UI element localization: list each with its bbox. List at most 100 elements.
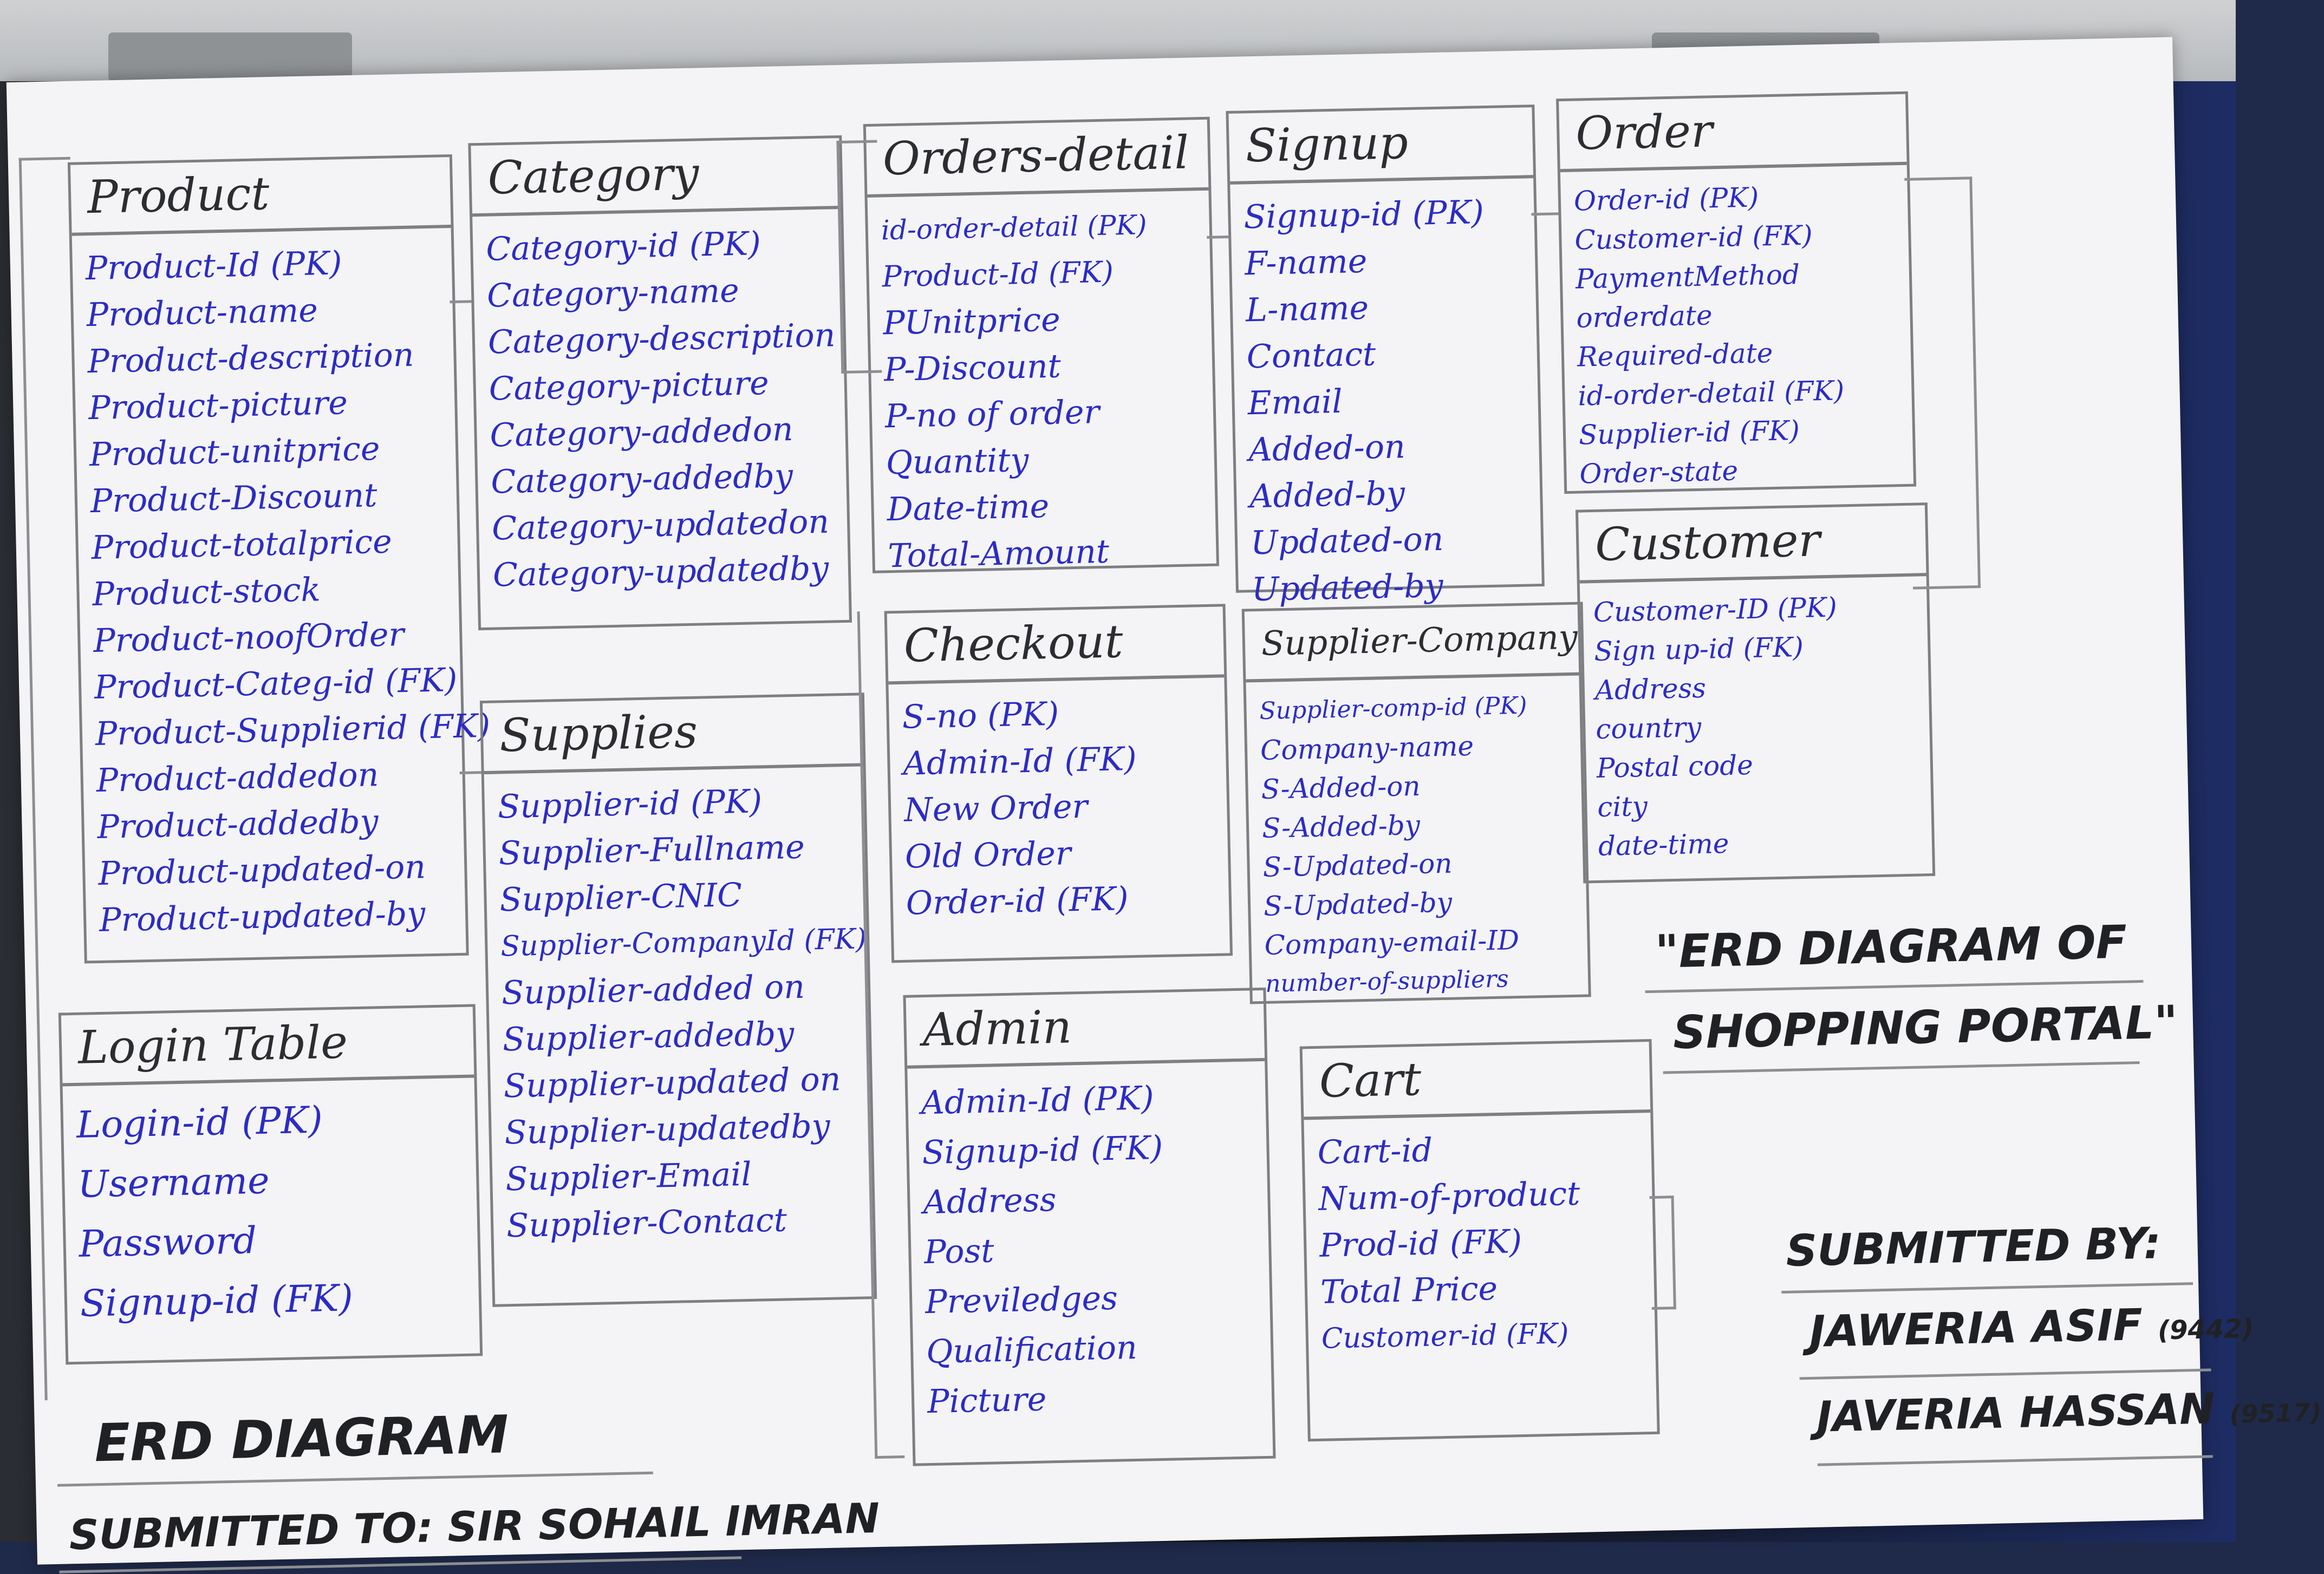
attribute: Admin-Id (FK)	[902, 740, 1137, 783]
attribute: S-Updated-on	[1262, 847, 1453, 883]
underline	[1645, 979, 2144, 994]
attribute-list: Admin-Id (PK) Signup-id (FK) Address Pos…	[908, 1071, 1272, 1427]
attribute: Product-updated-on	[97, 848, 426, 893]
attribute: Login-id (PK)	[76, 1099, 323, 1147]
attribute: id-order-detail (PK)	[881, 209, 1148, 246]
attribute: Total-Amount	[887, 532, 1110, 576]
entity-title: Product	[70, 157, 451, 236]
attribute: Product-Categ-id (FK)	[94, 661, 458, 707]
entity-title: Orders-detail	[865, 119, 1209, 198]
attribute: Category-addedon	[489, 410, 794, 455]
attribute: number-of-suppliers	[1265, 965, 1509, 998]
attribute: Total Price	[1320, 1270, 1498, 1311]
underline	[59, 1556, 742, 1573]
attribute: Order-id (FK)	[906, 880, 1129, 923]
relationship-line	[836, 140, 882, 374]
attribute: Product-addedby	[96, 802, 379, 846]
attribute: Updated-on	[1250, 520, 1444, 563]
attribute: Product-totalprice	[91, 523, 393, 567]
entity-product: Product Product-Id (PK) Product-name Pro…	[67, 154, 491, 964]
entity-signup: Signup Signup-id (PK) F-name L-name Cont…	[1226, 105, 1545, 609]
attribute: Product-noofOrder	[93, 616, 405, 661]
attribute: Supplier-Contact	[506, 1201, 787, 1245]
entity-supplier-company: Supplier-Company Supplier-comp-id (PK) C…	[1241, 602, 1591, 1004]
attribute: city	[1597, 791, 1648, 823]
erd-diagram-title-line1: "ERD DIAGRAM OF	[1655, 915, 2127, 978]
student-2-name: JAVERIA HASSAN	[1816, 1384, 2216, 1442]
attribute: Sign up-id (FK)	[1593, 631, 1804, 668]
underline	[1781, 1282, 2193, 1294]
attribute-list: S-no (PK) Admin-Id (FK) New Order Old Or…	[889, 687, 1229, 927]
attribute: Category-updatedby	[492, 549, 829, 595]
attribute-list: Login-id (PK) Username Password Signup-i…	[63, 1087, 479, 1334]
attribute-list: Order-id (PK) Customer-id (FK) PaymentMe…	[1560, 175, 1913, 494]
attribute: Supplier-added on	[501, 968, 805, 1013]
attribute: Prod-id (FK)	[1319, 1223, 1522, 1265]
student-2-id: (9517)	[2229, 1397, 2322, 1429]
attribute: date-time	[1598, 827, 1729, 862]
attribute: Category-description	[487, 316, 836, 362]
attribute: Cart-id	[1317, 1131, 1433, 1172]
attribute: New Order	[903, 787, 1088, 830]
attribute: Supplier-updated on	[503, 1060, 841, 1106]
attribute: Picture	[927, 1380, 1047, 1421]
attribute: Supplier-Email	[505, 1155, 752, 1199]
entity-title: Customer	[1578, 505, 1926, 584]
attribute: Added-on	[1248, 428, 1406, 469]
entity-customer: Customer Customer-ID (PK) Sign up-id (FK…	[1575, 502, 1936, 884]
attribute-list: id-order-detail (PK) Product-Id (FK) PUn…	[868, 200, 1216, 580]
attribute: Category-picture	[489, 364, 770, 408]
laptop-hinge-left	[108, 32, 352, 81]
attribute-list: Supplier-id (PK) Supplier-Fullname Suppl…	[484, 776, 873, 1249]
attribute: Num-of-product	[1318, 1174, 1580, 1218]
attribute: Product-picture	[88, 384, 348, 428]
attribute: Email	[1247, 382, 1343, 423]
attribute: Supplier-addedby	[502, 1015, 795, 1059]
attribute: Postal code	[1596, 749, 1754, 784]
underline	[1663, 1061, 2140, 1074]
attribute: Previledges	[925, 1279, 1118, 1322]
erd-paper-sheet: Product Product-Id (PK) Product-name Pro…	[6, 37, 2322, 1573]
attribute: Password	[78, 1219, 257, 1266]
attribute: S-Added-by	[1261, 809, 1421, 844]
relationship-line	[1207, 235, 1229, 239]
attribute-list: Product-Id (PK) Product-name Product-des…	[72, 238, 491, 944]
entity-cart: Cart Cart-id Num-of-product Prod-id (FK)…	[1299, 1039, 1660, 1442]
attribute: Signup-id (FK)	[921, 1128, 1163, 1172]
attribute: Username	[77, 1159, 270, 1206]
attribute: country	[1595, 711, 1702, 745]
attribute: Address	[1594, 672, 1707, 706]
attribute: P-Discount	[883, 347, 1062, 389]
student-1-name: JAWERIA ASIF	[1808, 1299, 2143, 1357]
attribute: Supplier-id (PK)	[497, 782, 763, 826]
attribute: Product-Id (PK)	[85, 244, 343, 288]
attribute: Supplier-CNIC	[499, 876, 743, 919]
entity-title: Order	[1559, 94, 1907, 173]
entity-order: Order Order-id (PK) Customer-id (FK) Pay…	[1556, 91, 1917, 494]
underline	[1817, 1455, 2213, 1466]
entity-checkout: Checkout S-no (PK) Admin-Id (FK) New Ord…	[884, 604, 1233, 963]
attribute: id-order-detail (FK)	[1577, 375, 1845, 412]
attribute: Post	[923, 1232, 995, 1272]
attribute: Old Order	[904, 834, 1072, 876]
relationship-line	[459, 771, 481, 774]
entity-title: Cart	[1302, 1042, 1651, 1120]
underline	[57, 1471, 653, 1487]
attribute: PaymentMethod	[1575, 258, 1800, 295]
attribute: Required-date	[1577, 337, 1773, 373]
attribute: P-no of order	[884, 393, 1100, 436]
student-name: JAVERIA HASSAN (9517)	[1816, 1382, 2322, 1442]
attribute: F-name	[1244, 242, 1368, 283]
entity-title: Supplier-Company	[1244, 604, 1582, 683]
attribute-list: Customer-ID (PK) Sign up-id (FK) Address…	[1580, 586, 1932, 866]
erd-diagram-title-line2: SHOPPING PORTAL"	[1672, 995, 2179, 1060]
student-name: JAWERIA ASIF (9442)	[1809, 1297, 2254, 1357]
attribute: Product-description	[87, 336, 415, 381]
underline	[1799, 1368, 2211, 1380]
attribute: orderdate	[1576, 299, 1713, 334]
attribute: Company-name	[1260, 730, 1474, 766]
attribute: Added-by	[1249, 474, 1405, 516]
entity-title: Login Table	[61, 1007, 474, 1087]
attribute: L-name	[1245, 289, 1369, 330]
attribute: Supplier-comp-id (PK)	[1259, 691, 1527, 725]
